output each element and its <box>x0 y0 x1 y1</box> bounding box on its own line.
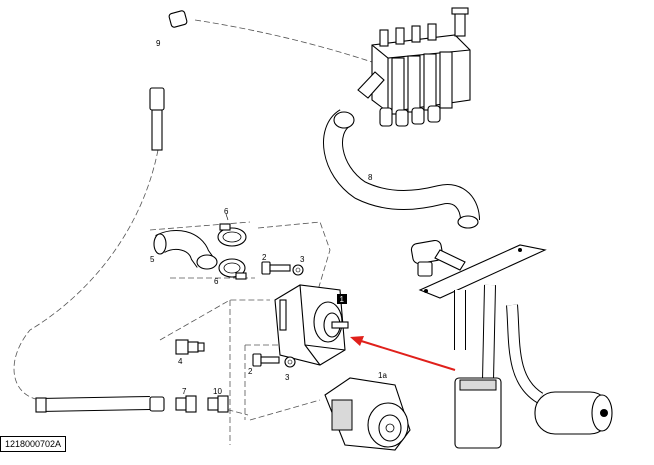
callout-4: 4 <box>178 357 183 366</box>
washer-3-lower: 3 <box>284 356 296 382</box>
routing-lines <box>13 19 373 445</box>
hose-9: 9 <box>149 10 188 151</box>
callout-1: 1 <box>340 295 345 304</box>
fitting-4: 4 <box>175 339 205 366</box>
callout-8: 8 <box>368 173 373 182</box>
callout-7: 7 <box>182 387 187 396</box>
callout-5: 5 <box>150 255 155 264</box>
clamp-6-upper: 6 <box>217 207 247 247</box>
bolt-2-lower: 2 <box>248 353 280 376</box>
hydraulic-pump-1: 1 <box>274 284 349 366</box>
highlight-arrow <box>350 336 456 371</box>
return-hose <box>35 396 165 413</box>
bolt-2-upper: 2 <box>261 253 291 275</box>
elbow-hose-5: 5 <box>150 230 218 270</box>
callout-6-upper: 6 <box>224 207 229 216</box>
callout-3-lower: 3 <box>285 373 290 382</box>
callout-2-upper: 2 <box>262 253 267 262</box>
callout-9: 9 <box>156 39 161 48</box>
callout-2-lower: 2 <box>248 367 253 376</box>
callout-3-upper: 3 <box>300 255 305 264</box>
callout-1a: 1a <box>378 371 387 380</box>
washer-3-upper: 3 <box>292 255 305 276</box>
clamp-6-lower: 6 <box>214 258 247 286</box>
adapter-7: 7 <box>175 387 197 413</box>
tank-filter-assembly <box>410 239 613 449</box>
hydraulic-pump-1a: 1a <box>324 371 411 451</box>
reference-code: 1218000702A <box>0 436 67 452</box>
control-valve-block <box>357 7 471 127</box>
callout-6-lower: 6 <box>214 277 219 286</box>
adapter-10: 10 <box>207 387 229 413</box>
hose-8: 8 <box>323 109 480 229</box>
callout-10: 10 <box>213 387 222 396</box>
